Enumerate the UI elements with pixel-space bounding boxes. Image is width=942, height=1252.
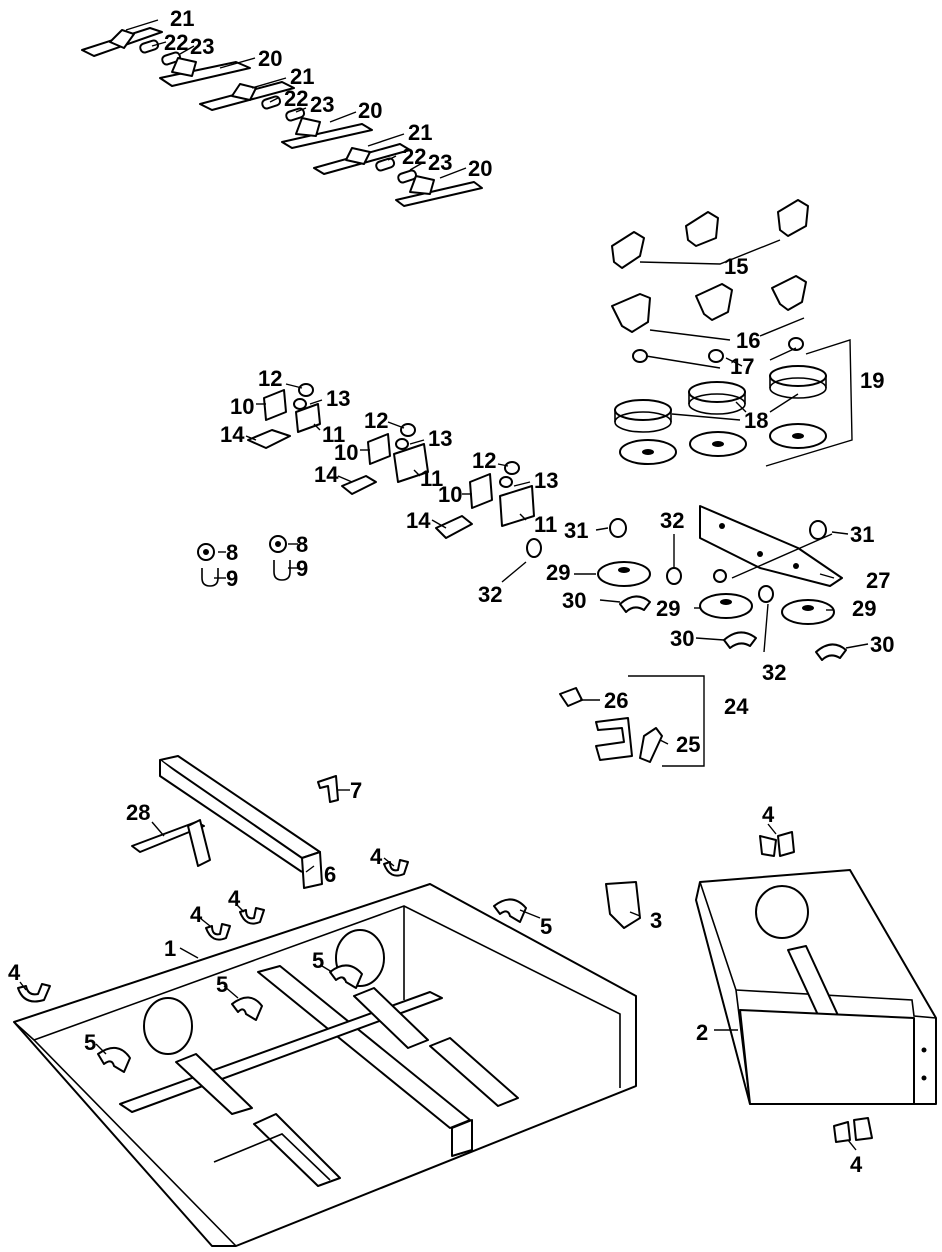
callout-23: 23 [428, 150, 452, 175]
callout-5: 5 [216, 972, 228, 997]
callout-13: 13 [428, 426, 452, 451]
callout-27: 27 [866, 568, 890, 593]
callout-32: 32 [660, 508, 684, 533]
nut-17-set [632, 337, 804, 363]
bracket-16-set [611, 275, 807, 333]
callout-17: 17 [730, 354, 754, 379]
callout-3: 3 [650, 908, 662, 933]
callout-13: 13 [326, 386, 350, 411]
callout-8: 8 [226, 540, 238, 565]
washer-8-pair [197, 535, 287, 561]
callout-24: 24 [724, 694, 749, 719]
callout-21: 21 [408, 120, 432, 145]
callout-5: 5 [540, 914, 552, 939]
callout-10: 10 [334, 440, 358, 465]
callout-4: 4 [370, 844, 383, 869]
spacer-31-pair [609, 518, 827, 540]
callout-13: 13 [534, 468, 558, 493]
bracket-3 [605, 881, 641, 929]
callout-12: 12 [472, 448, 496, 473]
bracket-set-b [341, 423, 429, 495]
u-bolt-9-pair [201, 560, 291, 587]
callout-11: 11 [420, 466, 443, 491]
callout-4: 4 [850, 1152, 863, 1177]
callout-9: 9 [226, 566, 238, 591]
callout-6: 6 [324, 862, 336, 887]
callout-20: 20 [258, 46, 282, 71]
callout-4: 4 [762, 802, 775, 827]
callout-4: 4 [8, 960, 21, 985]
callout-32: 32 [478, 582, 502, 607]
ring-18-set [614, 365, 827, 433]
callout-22: 22 [284, 86, 308, 111]
callout-11: 11 [322, 422, 345, 447]
callout-22: 22 [164, 30, 188, 55]
callout-14: 14 [314, 462, 339, 487]
callout-26: 26 [604, 688, 628, 713]
tray-2 [695, 869, 937, 1105]
tray-1 [13, 883, 637, 1247]
callout-5: 5 [312, 948, 324, 973]
callout-21: 21 [170, 6, 194, 31]
callout-16: 16 [736, 328, 760, 353]
callout-23: 23 [190, 34, 214, 59]
callout-20: 20 [468, 156, 492, 181]
callout-1: 1 [164, 936, 176, 961]
callout-10: 10 [230, 394, 254, 419]
bracket-28 [131, 819, 211, 867]
callout-30: 30 [562, 588, 586, 613]
plate-27 [699, 505, 843, 587]
clip-7 [317, 775, 339, 803]
clamp-24-assembly [559, 687, 663, 763]
bracket-19-group [765, 339, 853, 467]
callout-15: 15 [724, 254, 748, 279]
callout-14: 14 [220, 422, 245, 447]
callout-14: 14 [406, 508, 431, 533]
callout-28: 28 [126, 800, 150, 825]
callout-29: 29 [656, 596, 680, 621]
callout-32: 32 [762, 660, 786, 685]
leader-lines [19, 19, 869, 1151]
clamp-5-set [97, 898, 527, 1073]
bracket-set-a [247, 383, 321, 449]
callout-20: 20 [358, 98, 382, 123]
callout-12: 12 [258, 366, 282, 391]
pulley-29-set [597, 561, 835, 625]
callout-30: 30 [670, 626, 694, 651]
callout-29: 29 [852, 596, 876, 621]
callout-labels: 21 22 23 20 21 22 23 20 21 22 23 20 15 1… [8, 6, 894, 1177]
bracket-15-set [611, 199, 809, 269]
spacer-32-set [526, 538, 774, 603]
clip-4-set [17, 831, 873, 1143]
callout-29: 29 [546, 560, 570, 585]
disc-set [619, 423, 827, 465]
callout-19: 19 [860, 368, 884, 393]
callout-8: 8 [296, 532, 308, 557]
callout-21: 21 [290, 64, 314, 89]
crossbar-6 [159, 755, 323, 889]
bracket-24-group [628, 675, 705, 767]
callout-12: 12 [364, 408, 388, 433]
callout-10: 10 [438, 482, 462, 507]
callout-2: 2 [696, 1020, 708, 1045]
hinge-assembly-2 [199, 81, 373, 149]
callout-18: 18 [744, 408, 768, 433]
callout-7: 7 [350, 778, 362, 803]
callout-31: 31 [564, 518, 588, 543]
callout-9: 9 [296, 556, 308, 581]
hinge-assembly-1 [81, 27, 251, 87]
callout-30: 30 [870, 632, 894, 657]
callout-5: 5 [84, 1030, 96, 1055]
callout-23: 23 [310, 92, 334, 117]
callout-31: 31 [850, 522, 874, 547]
callout-22: 22 [402, 144, 426, 169]
hinge-assembly-3 [313, 143, 483, 207]
callout-11: 11 [534, 512, 557, 537]
callout-25: 25 [676, 732, 700, 757]
clip-30-set [619, 595, 847, 661]
callout-4: 4 [190, 902, 203, 927]
callout-4: 4 [228, 886, 241, 911]
bracket-set-c [435, 461, 535, 539]
